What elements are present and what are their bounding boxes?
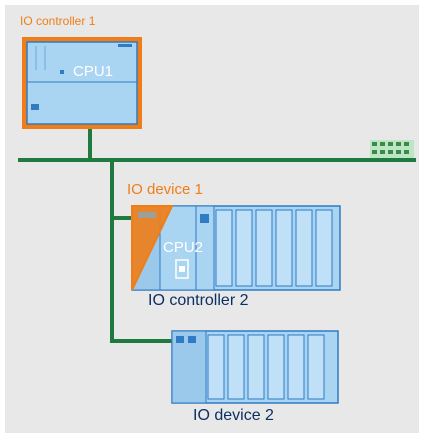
cpu1-module[interactable] xyxy=(22,37,142,129)
io-device2-rack[interactable] xyxy=(171,330,339,404)
network-switch-icon xyxy=(370,140,414,158)
io-controller2-label: IO controller 2 xyxy=(148,292,249,309)
cpu1-label: CPU1 xyxy=(73,63,114,80)
io-controller1-label: IO controller 1 xyxy=(20,14,96,28)
io-controller2-rack[interactable] xyxy=(131,205,341,291)
io-device1-label: IO device 1 xyxy=(127,181,203,198)
cpu2-label: CPU2 xyxy=(163,239,204,256)
io-device2-label: IO device 2 xyxy=(193,407,274,424)
